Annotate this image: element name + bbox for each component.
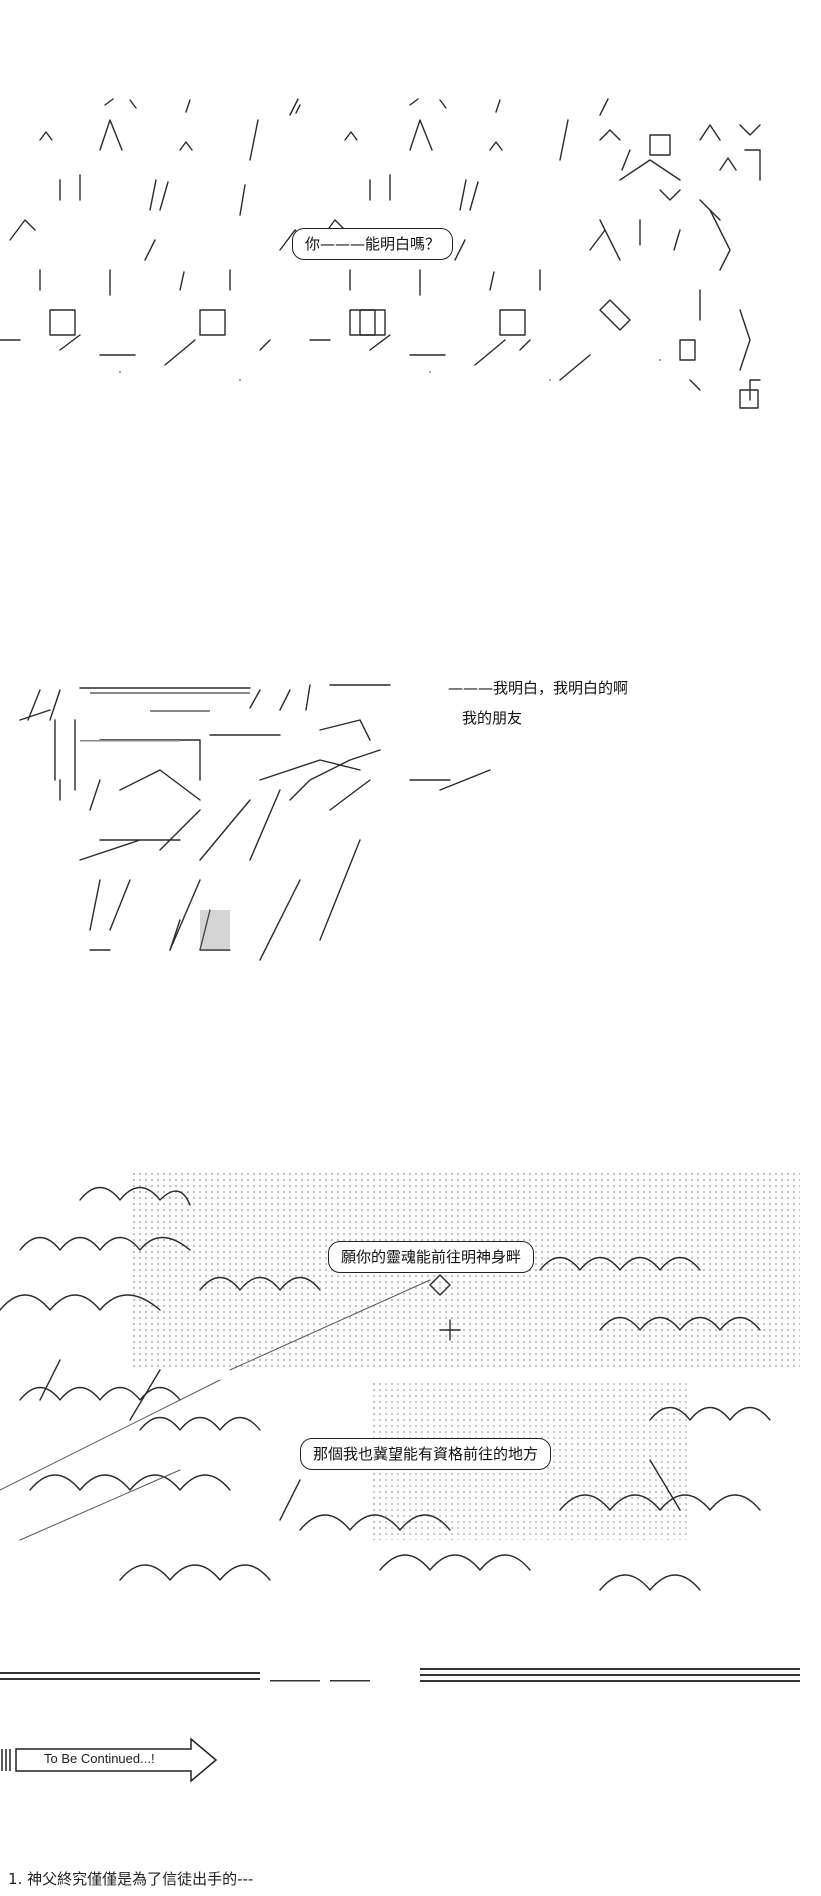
dialogue-line-1: ———我明白，我明白的啊 — [448, 679, 629, 697]
dialogue-line-2: 我的朋友 — [462, 709, 523, 727]
to-be-continued-label: To Be Continued...! — [44, 1751, 155, 1766]
speech-text-2: 願你的靈魂能前往明神身畔 — [341, 1248, 522, 1266]
speech-text-1: 你———能明白嗎？ — [305, 235, 441, 253]
panel-3-clouds: 願你的靈魂能前往明神身畔 那個我也冀望能有資格前往的地方 — [0, 1160, 821, 1720]
arrow-icon — [1, 1737, 218, 1783]
speech-bubble-2: 願你的靈魂能前往明神身畔 — [328, 1241, 535, 1273]
figures-ascii-art — [19, 684, 491, 961]
speech-bubble-3: 那個我也冀望能有資格前往的地方 — [300, 1438, 552, 1470]
speech-bubble-1: 你———能明白嗎？ — [292, 228, 454, 260]
footnote-text: 1. 神父終究僅僅是為了信徒出手的--- — [8, 1870, 254, 1888]
crowd-ascii-art — [0, 98, 761, 409]
panel-2-figures: ———我明白，我明白的啊 我的朋友 — [0, 679, 821, 1040]
speech-text-3: 那個我也冀望能有資格前往的地方 — [313, 1445, 539, 1463]
panel-1-crowd: 你———能明白嗎？ — [0, 90, 821, 470]
to-be-continued-banner: To Be Continued...! — [0, 1735, 230, 1785]
